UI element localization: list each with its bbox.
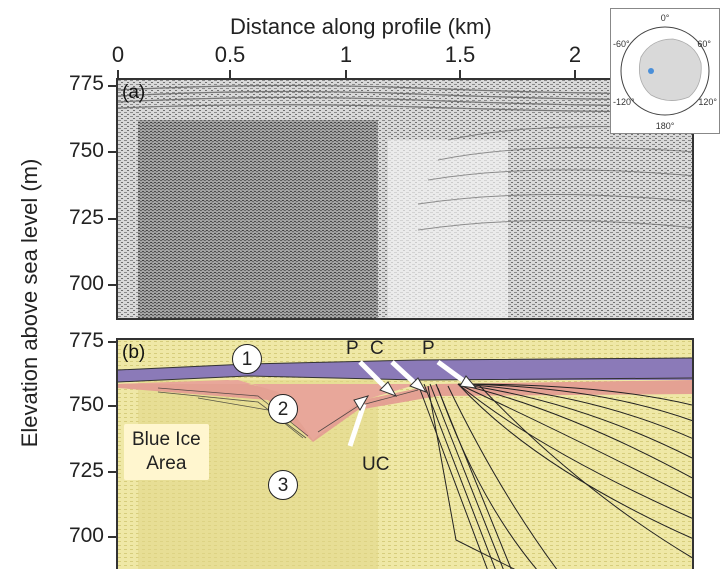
unit-3-marker: 3 bbox=[268, 470, 298, 500]
annotation-uc: UC bbox=[362, 454, 390, 475]
x-tick-label: 1 bbox=[339, 42, 353, 67]
inset-label-60: 60° bbox=[697, 39, 711, 49]
y-tick-label: 725 bbox=[68, 459, 104, 482]
inset-label-180: 180° bbox=[656, 121, 675, 131]
unit-2-marker: 2 bbox=[268, 394, 298, 424]
y-tick-label: 775 bbox=[68, 329, 104, 352]
radargram-image bbox=[118, 80, 692, 318]
panel-b-label: (b) bbox=[122, 342, 146, 363]
y-tick-label: 725 bbox=[68, 206, 104, 229]
y-tick-label: 750 bbox=[68, 139, 104, 162]
annotation-c: C bbox=[370, 338, 384, 359]
inset-label-120: 120° bbox=[698, 97, 717, 107]
blue-ice-area-label: Blue Ice Area bbox=[124, 424, 209, 480]
x-axis-title: Distance along profile (km) bbox=[230, 14, 492, 39]
interpretation-panel-b: (b) 1 2 3 P C P UC Blue Ice Area bbox=[116, 338, 694, 569]
inset-label-neg60: -60° bbox=[613, 39, 630, 49]
antarctica-map-icon: 0° 60° -60° -120° 120° 180° bbox=[613, 13, 717, 131]
blue-ice-line2: Area bbox=[146, 453, 187, 474]
inset-label-0: 0° bbox=[661, 13, 670, 23]
panel-a-label: (a) bbox=[122, 82, 146, 103]
x-tick-label: 1.5 bbox=[444, 42, 476, 67]
y-tick-label: 750 bbox=[68, 393, 104, 416]
x-tick-label: 0.5 bbox=[214, 42, 246, 67]
x-tick-label: 0 bbox=[111, 42, 125, 67]
y-tick-label: 775 bbox=[68, 72, 104, 95]
location-inset-map: 0° 60° -60° -120° 120° 180° bbox=[610, 8, 720, 134]
radargram-panel-a: (a) bbox=[116, 78, 694, 320]
inset-label-neg120: -120° bbox=[613, 97, 635, 107]
x-tick-label: 2 bbox=[568, 42, 582, 67]
y-tick-label: 700 bbox=[68, 524, 104, 547]
annotation-p: P bbox=[346, 338, 359, 359]
y-tick-label: 700 bbox=[68, 272, 104, 295]
blue-ice-line1: Blue Ice bbox=[132, 429, 201, 450]
unit-1-marker: 1 bbox=[232, 344, 262, 374]
annotation-p: P bbox=[422, 338, 435, 359]
